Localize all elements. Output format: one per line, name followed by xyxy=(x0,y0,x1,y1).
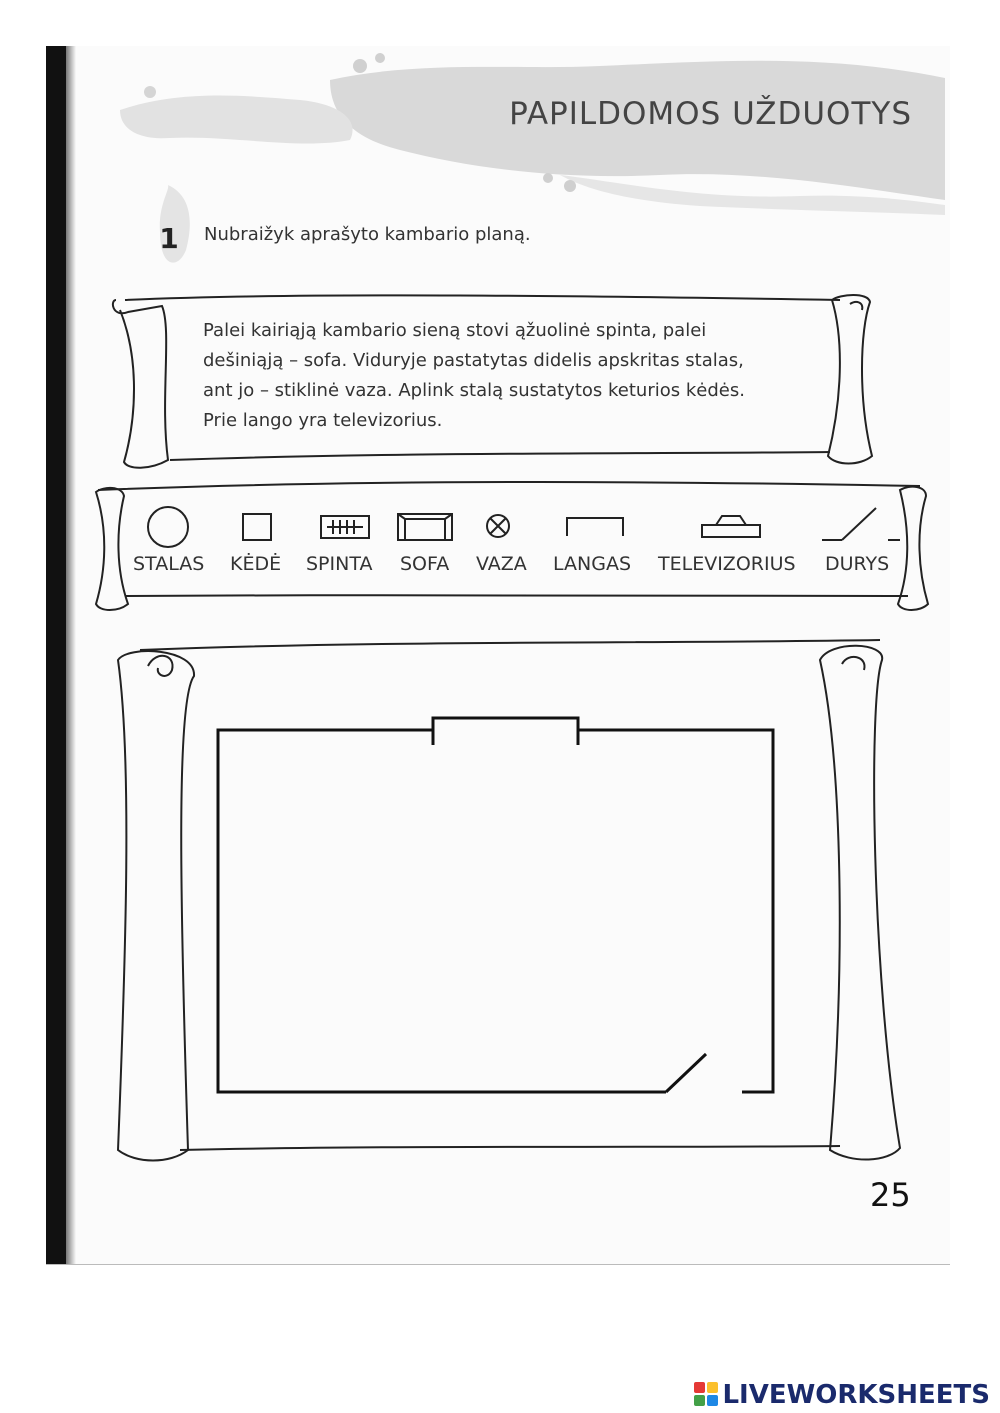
description-scroll xyxy=(111,294,874,469)
description-line: Palei kairiąją kambario sieną stovi ąžuo… xyxy=(203,320,707,341)
description-line: dešiniąją – sofa. Viduryje pastatytas di… xyxy=(203,350,744,371)
tv-icon xyxy=(701,515,761,538)
vase-icon xyxy=(486,514,510,538)
footer-brand[interactable]: LIVEWORKSHEETS xyxy=(694,1380,990,1410)
drawing-scroll xyxy=(116,639,902,1162)
window-icon xyxy=(566,517,624,536)
legend-label-kede: KĖDĖ xyxy=(230,553,282,575)
square-icon xyxy=(242,513,272,541)
task-number: 1 xyxy=(159,222,179,255)
description-line: ant jo – stiklinė vaza. Aplink stalą sus… xyxy=(203,380,745,401)
legend-label-langas: LANGAS xyxy=(553,553,632,575)
description-line: Prie lango yra televizorius. xyxy=(203,410,443,431)
circle-icon xyxy=(147,506,189,548)
wardrobe-icon xyxy=(320,515,370,539)
room-plan xyxy=(216,716,775,1094)
legend-label-stalas: STALAS xyxy=(133,553,205,575)
task-instruction: Nubraižyk aprašyto kambario planą. xyxy=(204,224,531,245)
footer-brand-text: LIVEWORKSHEETS xyxy=(722,1380,990,1410)
page-number: 25 xyxy=(870,1176,911,1214)
legend-label-spinta: SPINTA xyxy=(306,553,373,575)
header-banner xyxy=(120,53,945,263)
legend-icons xyxy=(147,506,900,548)
sofa-icon xyxy=(397,513,453,541)
legend-label-televizorius: TELEVIZORIUS xyxy=(658,553,796,575)
spine-shadow xyxy=(66,46,76,1264)
legend-label-durys: DURYS xyxy=(825,553,890,575)
liveworksheets-logo-icon xyxy=(694,1382,720,1408)
legend-label-vaza: VAZA xyxy=(476,553,527,575)
page-title: PAPILDOMOS UŽDUOTYS xyxy=(509,96,912,132)
door-icon xyxy=(822,507,900,541)
legend-scroll xyxy=(94,481,930,611)
book-spine xyxy=(46,46,66,1264)
legend-label-sofa: SOFA xyxy=(400,553,450,575)
room-description: Palei kairiąją kambario sieną stovi ąžuo… xyxy=(203,316,823,436)
worksheet-page xyxy=(46,46,950,1265)
